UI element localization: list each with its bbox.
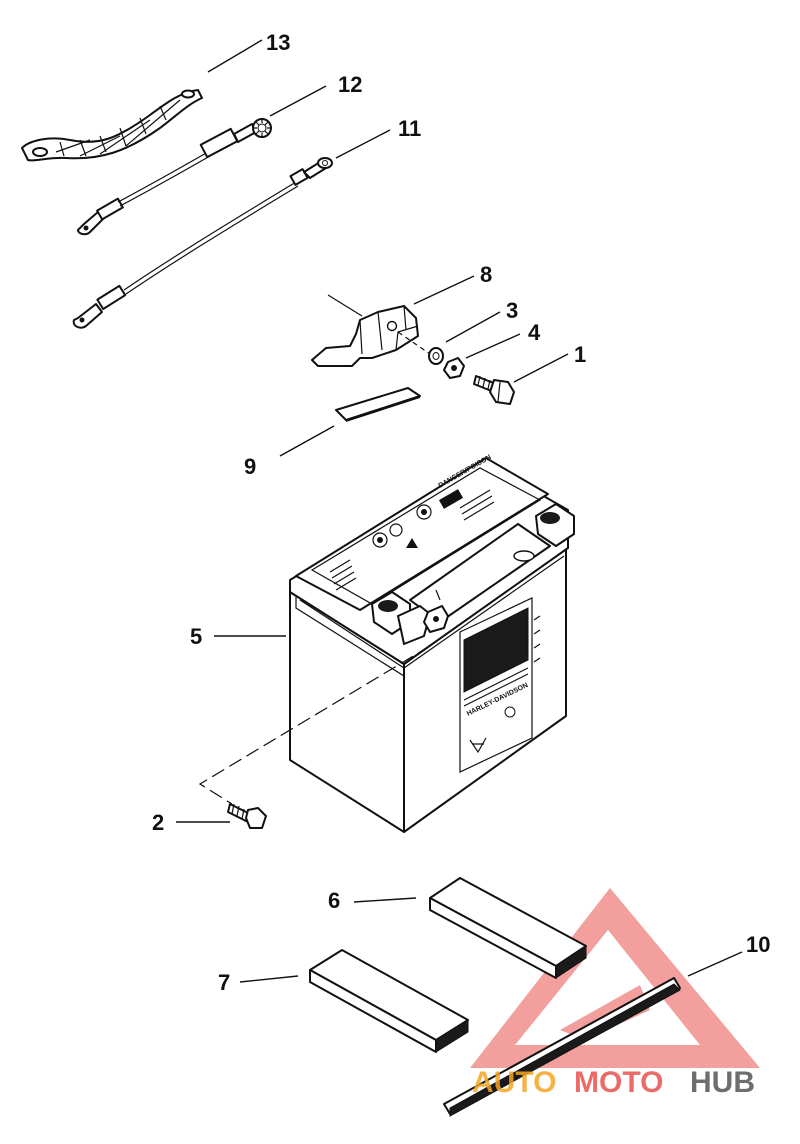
leader-lines — [176, 39, 743, 983]
leader-12 — [269, 85, 327, 117]
leader-1 — [513, 353, 569, 383]
part-10-strip — [443, 977, 681, 1117]
part-1-bolt — [473, 375, 515, 405]
watermark-text: AUTO MOTO HUB — [472, 1066, 755, 1099]
watermark-triangle — [470, 888, 760, 1068]
part-4-nut — [443, 357, 465, 379]
watermark-hub: HUB — [690, 1066, 755, 1099]
callout-9: 9 — [244, 454, 256, 479]
callout-13: 13 — [266, 30, 290, 55]
positive-terminal — [535, 503, 575, 547]
leader-7 — [239, 975, 299, 983]
callout-numbers: 13 12 11 8 3 4 1 9 5 2 6 7 10 — [152, 30, 770, 995]
watermark-auto: AUTO — [472, 1066, 556, 1099]
callout-1: 1 — [574, 342, 586, 367]
watermark-logo — [470, 888, 760, 1068]
leader-11 — [335, 129, 391, 159]
part-12-cable — [77, 118, 272, 236]
part-9-pad — [335, 387, 421, 422]
part-6-pad — [429, 877, 587, 979]
callout-2: 2 — [152, 810, 164, 835]
leader-4 — [465, 333, 521, 359]
part-5-battery: DANGER/POISON HARLEY-DAVIDSON — [198, 454, 575, 833]
callout-6: 6 — [328, 888, 340, 913]
callout-5: 5 — [190, 624, 202, 649]
part-8-bracket — [311, 294, 431, 367]
star-washer — [252, 118, 272, 138]
part-3-washer — [428, 347, 444, 365]
leader-9 — [279, 425, 335, 457]
part-7-pad — [309, 949, 469, 1053]
watermark-moto: MOTO — [574, 1066, 663, 1099]
leader-6 — [353, 897, 417, 903]
callout-11: 11 — [398, 116, 421, 141]
watermark-inner-mark — [560, 985, 650, 1040]
callout-12: 12 — [338, 72, 362, 97]
leader-13 — [207, 39, 263, 73]
callout-4: 4 — [528, 320, 541, 345]
leader-3 — [445, 311, 501, 343]
leader-10 — [687, 951, 743, 977]
negative-terminal — [371, 591, 431, 645]
callout-10: 10 — [746, 932, 770, 957]
part-13-ground-strap — [21, 89, 203, 162]
part-2-screw — [227, 803, 267, 829]
leader-8 — [413, 275, 475, 305]
callout-3: 3 — [506, 298, 518, 323]
callout-7: 7 — [218, 970, 230, 995]
part-11-cable — [72, 157, 333, 329]
callout-8: 8 — [480, 262, 492, 287]
